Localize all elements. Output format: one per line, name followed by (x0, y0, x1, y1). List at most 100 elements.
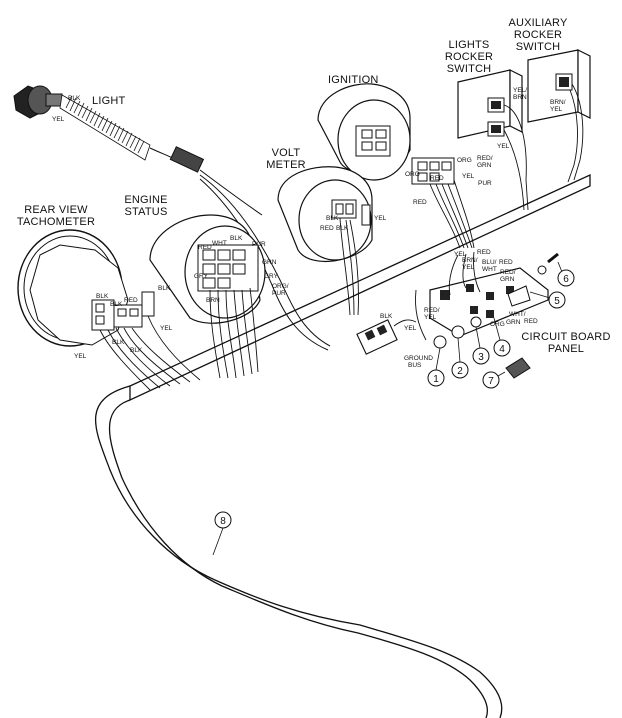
svg-text:VOLT: VOLT (272, 147, 301, 159)
svg-text:4: 4 (499, 344, 505, 355)
callout-8: 8 (212, 511, 232, 556)
svg-text:PANEL: PANEL (548, 343, 584, 355)
ign-red-label: RED (430, 175, 444, 182)
svg-text:METER: METER (266, 159, 306, 171)
eng-red-wht-label-2: WHT (212, 240, 227, 247)
ign-pur-label: PUR (478, 180, 492, 187)
ign-red-grn-label-2: GRN (477, 162, 492, 169)
lights-yel-brn-label-2: BRN (513, 94, 527, 101)
eng-gry-label: GRY (194, 273, 209, 280)
conn-blk-label: BLK (380, 313, 393, 320)
aux-switch-title: AUXILIARY ROCKER SWITCH (508, 17, 568, 53)
cb-red-grn-label-1: RED/ (500, 269, 516, 276)
eng-gry2-label: GRY (264, 273, 279, 280)
tachometer-title: REAR VIEW TACHOMETER (17, 204, 95, 228)
cb-red-grn-label-2: GRN (500, 276, 515, 283)
cb-blu-wht-label-1: BLU/ (482, 259, 497, 266)
svg-text:STATUS: STATUS (125, 206, 168, 218)
volt-yel-label: YEL (374, 215, 387, 222)
lights-yel-brn-label-1: YEL/ (513, 87, 527, 94)
ignition-connector (411, 157, 455, 185)
ignition-gauge: ORG ORG RED/ GRN RED YEL PUR RED (317, 83, 493, 249)
light-blk-label: BLK (68, 95, 81, 102)
svg-text:1: 1 (433, 374, 439, 385)
svg-text:SWITCH: SWITCH (516, 41, 561, 53)
ign-red-grn-label-1: RED/ (477, 155, 493, 162)
callout-5: 5 (529, 291, 566, 309)
conn-yel-label: YEL (404, 325, 417, 332)
cb-brn-yel-label-2: YEL (462, 264, 475, 271)
cb-org-label: ORG (490, 321, 505, 328)
tach-yel2-label: YEL (74, 353, 87, 360)
svg-text:ENGINE: ENGINE (124, 194, 167, 206)
svg-text:TACHOMETER: TACHOMETER (17, 216, 95, 228)
volt-meter-gauge: YEL RED BLK BLK (277, 166, 387, 316)
svg-text:7: 7 (488, 376, 494, 387)
eng-grn-label: GRN (262, 259, 277, 266)
eng-org-pur-label-1: ORG/ (272, 283, 289, 290)
cb-blu-wht-label-2: WHT (482, 266, 497, 273)
light-title: LIGHT (92, 95, 125, 107)
lights-switch-title: LIGHTS ROCKER SWITCH (445, 39, 493, 75)
lights-yel-label: YEL (497, 143, 510, 150)
callout-1: 1 (427, 347, 445, 387)
light-assembly: BLK YEL (13, 85, 331, 351)
tach-blk4-label: BLK (112, 339, 125, 346)
callout-8-label: 8 (220, 516, 226, 527)
svg-text:CIRCUIT BOARD: CIRCUIT BOARD (521, 331, 610, 343)
svg-text:2: 2 (457, 366, 463, 377)
volt-red-label: RED (320, 225, 334, 232)
tach-blk5-label: BLK (130, 347, 143, 354)
ground-bus-label-1: GROUND (404, 355, 433, 362)
eng-red-wht-label-1: RED (198, 244, 212, 251)
svg-text:REAR VIEW: REAR VIEW (24, 204, 88, 216)
cb-grn-label: GRN (506, 319, 521, 326)
tachometer-gauge: BLK BLK RED BLK YEL BLK BLK YEL (17, 229, 201, 391)
cb-red2-label: RED (499, 259, 513, 266)
main-harness (94, 173, 591, 718)
aux-brn-yel-label-1: BRN/ (550, 99, 566, 106)
ign-yel-label: YEL (462, 173, 475, 180)
callout-6: 6 (557, 261, 575, 287)
tach-yel-label: YEL (160, 325, 173, 332)
ign-org-label: ORG (405, 171, 420, 178)
tach-blk2-label: BLK (110, 301, 123, 308)
light-yel-label: YEL (52, 116, 65, 123)
svg-text:ROCKER: ROCKER (445, 51, 493, 63)
eng-pur-label: PUR (252, 241, 266, 248)
svg-text:AUXILIARY: AUXILIARY (508, 17, 568, 29)
eng-org-pur-label-2: PUR (272, 290, 286, 297)
ign-red2-label: RED (413, 199, 427, 206)
circuit-board-panel: YEL RED BRN/ YEL BLU/ WHT RED RED/ GRN R… (404, 249, 559, 379)
svg-text:ROCKER: ROCKER (514, 29, 562, 41)
volt-blk2-label: BLK (326, 215, 339, 222)
engine-status-title: ENGINE STATUS (124, 194, 167, 218)
light-coil (65, 95, 145, 154)
engine-status-gauge: BLK RED WHT PUR GRN GRY GRY ORG/ PUR BRN (149, 214, 289, 379)
inline-connector: BLK YEL (356, 313, 417, 355)
tach-blk3-label: BLK (158, 285, 171, 292)
cb-red-yel-label-2: YEL (424, 314, 437, 321)
eng-brn-label: BRN (206, 297, 220, 304)
ground-bus-label-2: BUS (408, 362, 422, 369)
cb-brn-yel-label-1: BRN/ (462, 257, 478, 264)
svg-text:LIGHTS: LIGHTS (449, 39, 490, 51)
svg-text:6: 6 (563, 274, 569, 285)
cb-wht-red-label-2: RED (524, 318, 538, 325)
svg-text:3: 3 (478, 352, 484, 363)
cb-yel-label: YEL (454, 251, 467, 258)
volt-blk-label: BLK (336, 225, 349, 232)
aux-brn-yel-label-2: YEL (550, 106, 563, 113)
lights-rocker-switch: YEL/ BRN YEL (457, 69, 529, 211)
callout-7: 7 (482, 371, 506, 389)
cb-red-yel-label-1: RED/ (424, 307, 440, 314)
callout-3: 3 (472, 326, 490, 365)
cb-red-label: RED (477, 249, 491, 256)
aux-rocker-switch: BRN/ YEL (527, 49, 591, 183)
tach-blk-label: BLK (96, 293, 109, 300)
svg-text:SWITCH: SWITCH (447, 63, 492, 75)
callout-4: 4 (493, 317, 511, 357)
svg-text:5: 5 (554, 296, 560, 307)
